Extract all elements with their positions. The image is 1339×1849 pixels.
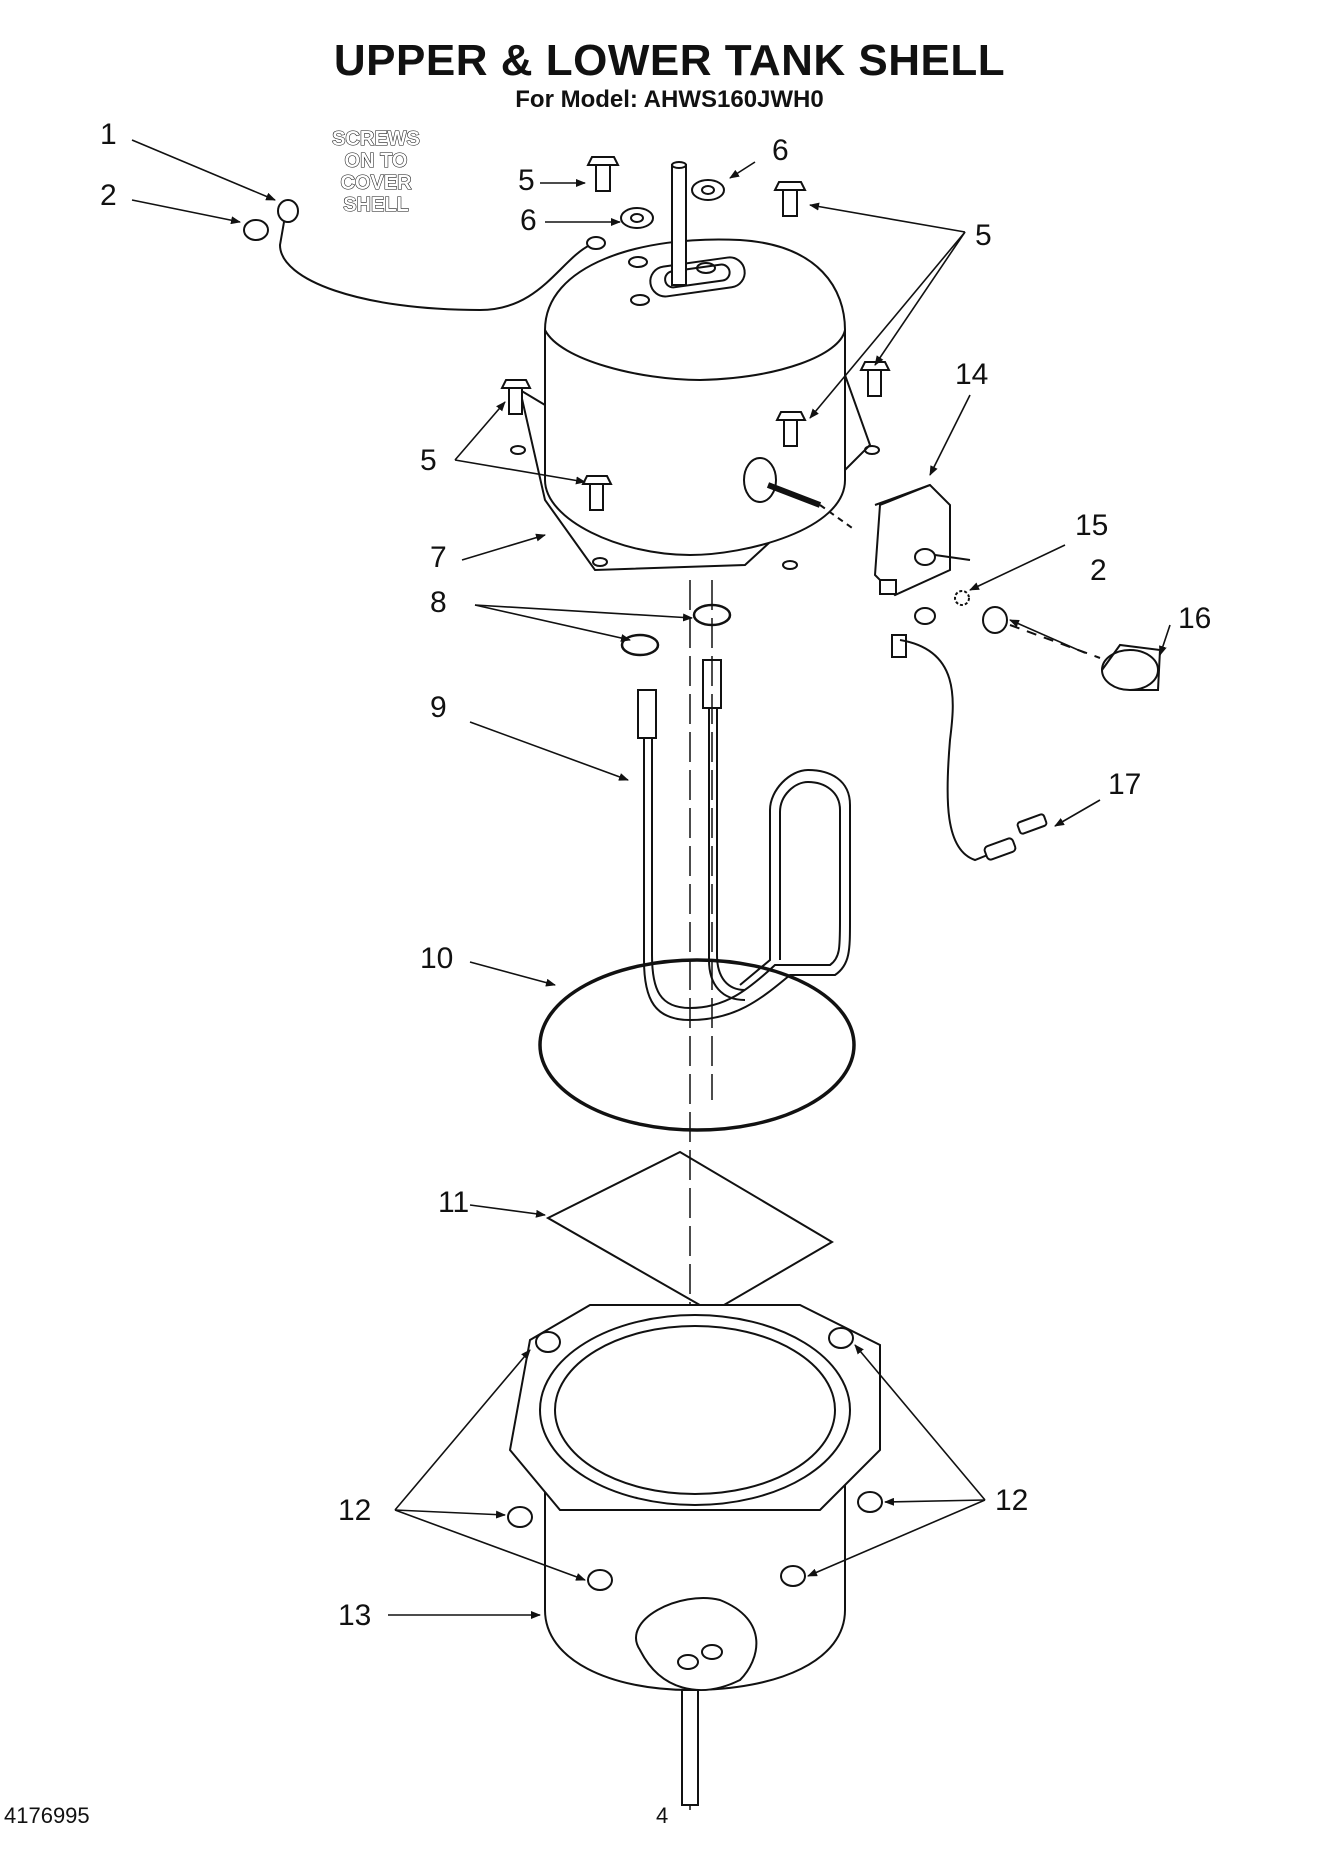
cover-screw-top-right <box>773 181 807 217</box>
nut-12-d <box>857 1491 883 1513</box>
flange-screw-right <box>859 361 891 397</box>
lower-tank-shell-13 <box>508 1304 881 1806</box>
callout-2: 2 <box>100 179 117 212</box>
page-number: 4 <box>656 1803 669 1828</box>
cover-screw-top-left <box>586 156 620 192</box>
callout-17: 17 <box>1108 768 1141 801</box>
nut-12-c <box>507 1506 533 1528</box>
gasket-10 <box>538 958 856 1132</box>
callout-12: 12 <box>995 1484 1028 1517</box>
hex-nut-top <box>691 179 725 201</box>
callout-6: 6 <box>520 204 537 237</box>
callout-13: 13 <box>338 1599 371 1632</box>
callout-9: 9 <box>430 691 447 724</box>
ground-wire-assembly <box>243 199 606 312</box>
callout-2: 2 <box>1090 554 1107 587</box>
hex-nut-2 <box>982 606 1008 634</box>
knob-16 <box>1101 643 1162 691</box>
callout-5: 5 <box>518 164 535 197</box>
callout-14: 14 <box>955 358 988 391</box>
callout-12: 12 <box>338 1494 371 1527</box>
callout-5: 5 <box>420 444 437 477</box>
nut-12-b <box>828 1327 854 1349</box>
upper-tank-shell <box>510 161 880 572</box>
hex-nut-left <box>620 207 654 229</box>
callout-10: 10 <box>420 942 453 975</box>
callout-7: 7 <box>430 541 447 574</box>
svg-text:SCREWS: SCREWS <box>332 128 420 150</box>
callout-11: 11 <box>438 1186 469 1219</box>
model-subtitle: For Model: AHWS160JWH0 <box>515 86 824 113</box>
o-ring-left <box>620 633 660 657</box>
nut-12-f <box>780 1565 806 1587</box>
callout-16: 16 <box>1178 602 1211 635</box>
star-washer-15 <box>954 590 970 606</box>
nut-12-a <box>535 1331 561 1353</box>
callout-8: 8 <box>430 586 447 619</box>
callout-15: 15 <box>1075 509 1108 542</box>
callout-1: 1 <box>100 118 117 151</box>
page-title: UPPER & LOWER TANK SHELL <box>333 36 1006 85</box>
svg-text:SHELL: SHELL <box>343 194 409 216</box>
svg-text:ON TO: ON TO <box>345 150 408 172</box>
heating-element-9 <box>637 659 851 1022</box>
wire-lead-17 <box>891 634 1048 862</box>
flange-screw-left <box>500 379 532 415</box>
screws-note: SCREWS ON TO COVER SHELL <box>332 127 421 216</box>
thermostat-14 <box>873 483 971 625</box>
nut-12-e <box>587 1569 613 1591</box>
document-number: 4176995 <box>4 1803 90 1828</box>
callout-5: 5 <box>975 219 992 252</box>
flange-screw-front <box>581 475 613 511</box>
callout-6: 6 <box>772 134 789 167</box>
svg-text:COVER: COVER <box>340 172 412 194</box>
flange-screw-mid <box>775 411 807 447</box>
